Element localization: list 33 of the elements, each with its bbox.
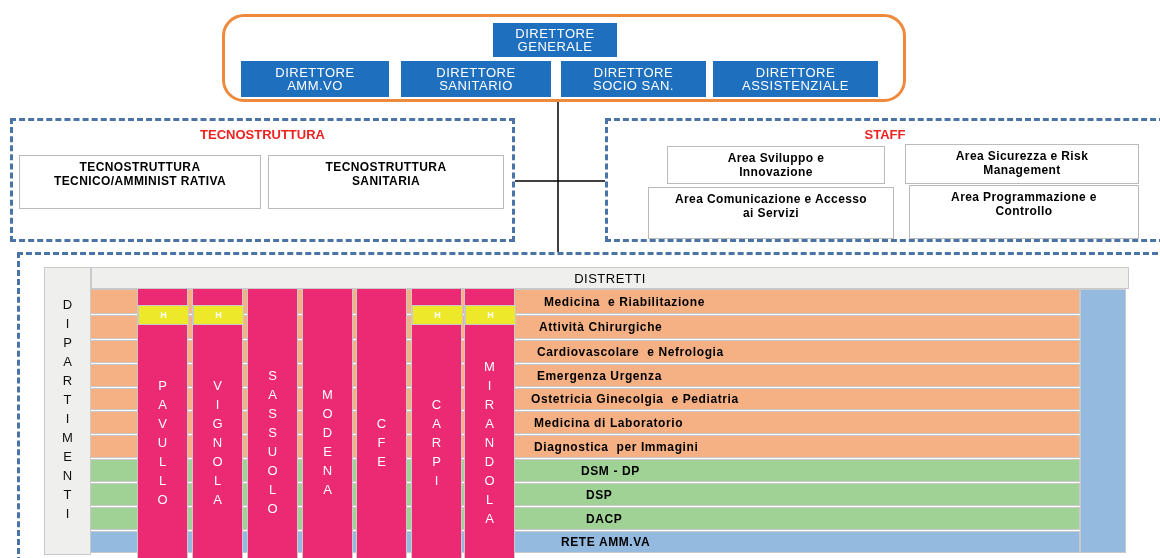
unit-box: Area Programmazione e Controllo [909, 185, 1139, 239]
district-column [411, 288, 462, 558]
district-column [302, 288, 353, 558]
management-group-frame [222, 14, 906, 102]
connector-line [514, 180, 606, 182]
director-box: DIRETTORE GENERALE [493, 23, 617, 57]
connector-line [557, 101, 559, 253]
dashed-group-frame [10, 118, 515, 242]
group-title: TECNOSTRUTTURA [199, 127, 326, 142]
hospital-tag: H [412, 305, 463, 325]
director-box: DIRETTORE ASSISTENZIALE [713, 61, 878, 97]
group-title: STAFF [863, 127, 907, 142]
support-column-bar [1080, 289, 1126, 553]
department-axis-bar: DIPARTIMENTI [44, 267, 91, 555]
director-box: DIRETTORE SANITARIO [401, 61, 551, 97]
unit-box: Area Comunicazione e Accesso ai Servizi [648, 187, 894, 239]
district-column [247, 288, 298, 558]
district-column [464, 288, 515, 558]
district-column [356, 288, 407, 558]
hospital-tag: H [465, 305, 516, 325]
unit-box: TECNOSTRUTTURA TECNICO/AMMINIST RATIVA [19, 155, 261, 209]
unit-box: Area Sviluppo e Innovazione [667, 146, 885, 184]
dashed-group-frame [605, 118, 1160, 242]
director-box: DIRETTORE SOCIO SAN. [561, 61, 706, 97]
dashed-group-frame [17, 252, 1160, 558]
unit-box: Area Sicurezza e Risk Management [905, 144, 1139, 184]
district-column [137, 288, 188, 558]
hospital-tag: H [193, 305, 244, 325]
hospital-tag: H [138, 305, 189, 325]
district-axis-bar: DISTRETTI [91, 267, 1129, 289]
district-column [192, 288, 243, 558]
unit-box: TECNOSTRUTTURA SANITARIA [268, 155, 504, 209]
director-box: DIRETTORE AMM.VO [241, 61, 389, 97]
